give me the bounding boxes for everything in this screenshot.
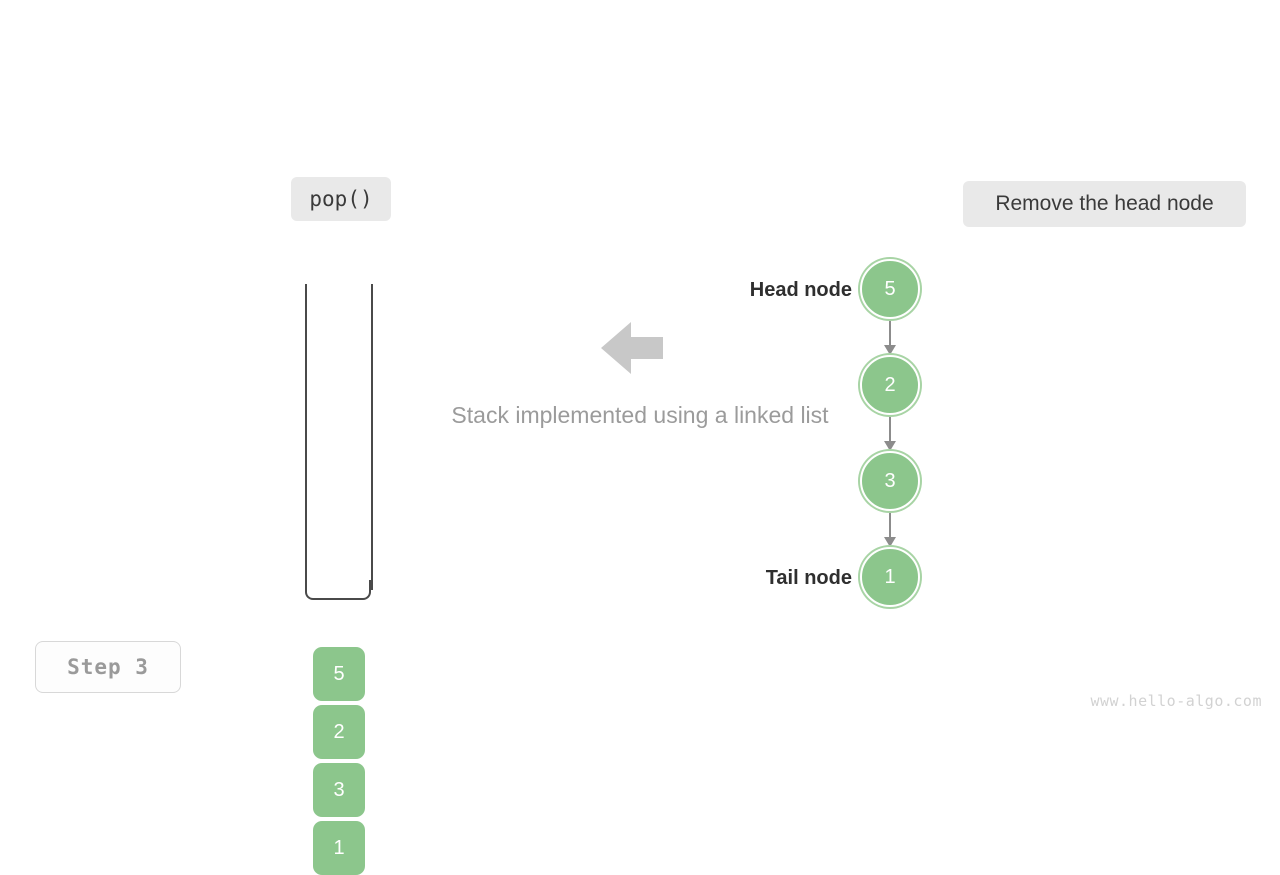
linked-list-node: 2	[860, 355, 920, 415]
arrow-left-icon	[601, 320, 663, 376]
linked-list-diagram: 5 2 3 1 Head node Tail node	[750, 250, 1020, 620]
diagram-caption-text: Stack implemented using a linked list	[451, 402, 829, 428]
arrow-down-icon	[884, 537, 896, 547]
linked-list-link	[889, 321, 891, 347]
operation-label: pop()	[291, 177, 391, 221]
linked-list-link	[889, 417, 891, 443]
step-badge: Step 3	[35, 641, 181, 693]
stack-wall-left	[305, 284, 307, 590]
stack-cell: 5	[313, 647, 365, 701]
diagram-caption: Stack implemented using a linked list	[0, 402, 1280, 429]
stack-cell: 1	[313, 821, 365, 875]
linked-list-node: 1	[860, 547, 920, 607]
stack-cell: 2	[313, 705, 365, 759]
head-node-label: Head node	[749, 279, 852, 301]
stack-cell: 3	[313, 763, 365, 817]
linked-list-link	[889, 513, 891, 539]
watermark: www.hello-algo.com	[1090, 692, 1262, 710]
arrow-down-icon	[884, 345, 896, 355]
linked-list-node: 5	[860, 259, 920, 319]
arrow-down-icon	[884, 441, 896, 451]
tail-node-label: Tail node	[765, 567, 852, 589]
linked-list-node: 3	[860, 451, 920, 511]
stack-wall-right	[371, 284, 373, 590]
action-description-label: Remove the head node	[963, 181, 1246, 227]
stack-floor	[305, 580, 371, 600]
